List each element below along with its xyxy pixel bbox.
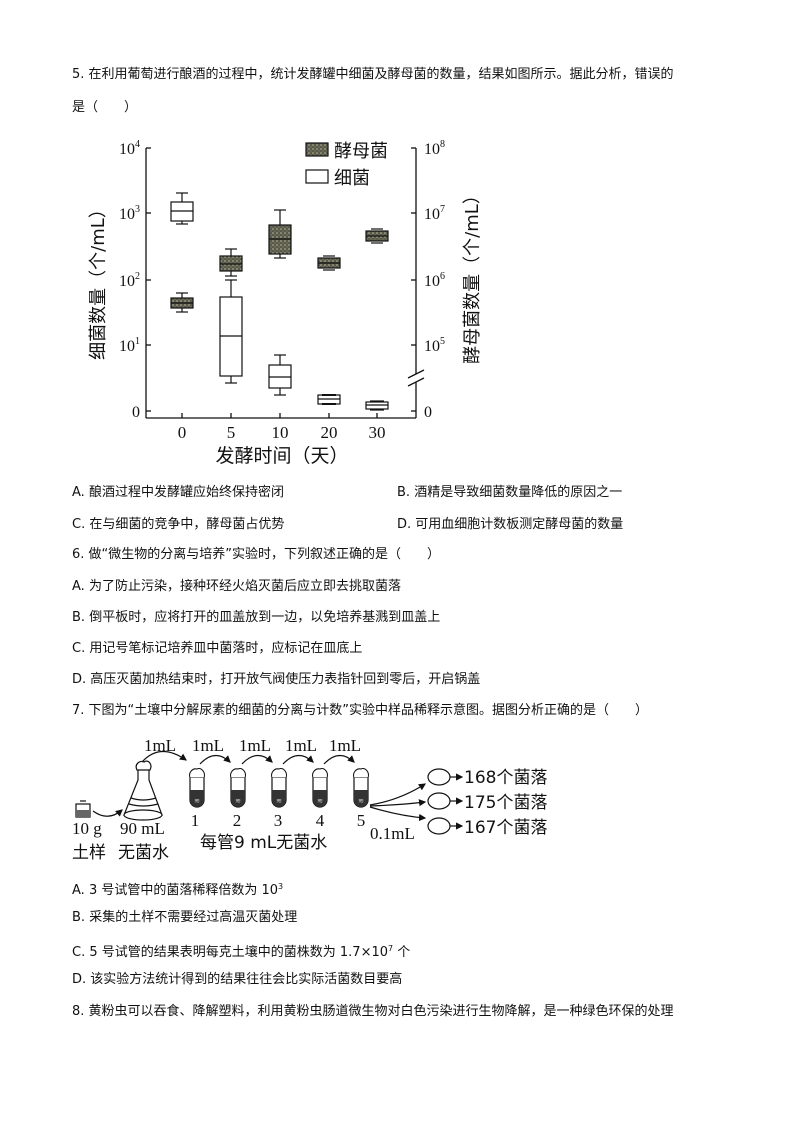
right-tick-0: 0	[424, 404, 432, 421]
left-tick-10e3: 103	[119, 204, 140, 223]
transfer-arrows	[141, 750, 355, 765]
flask-icon	[123, 760, 163, 821]
q7-option-a[interactable]: A. 3 号试管中的菌落稀释倍数为 103	[72, 882, 284, 898]
x-tick-10: 10	[272, 423, 289, 442]
q5-stem-line1: 5. 在利用葡萄进行酿酒的过程中，统计发酵罐中细菌及酵母菌的数量，结果如图所示。…	[72, 67, 674, 82]
q7-option-b[interactable]: B. 采集的土样不需要经过高温灭菌处理	[72, 910, 298, 925]
q6-option-b[interactable]: B. 倒平板时，应将打开的皿盖放到一边，以免培养基溅到皿盖上	[72, 610, 441, 625]
legend-yeast-swatch	[305, 142, 329, 157]
left-tick-10e4: 104	[119, 139, 140, 158]
x-tick-30: 30	[369, 423, 386, 442]
petri-dish-3	[427, 817, 451, 835]
q5-boxplot-chart: 104 103 102 101 0 108 107 106 105 0 0 5 …	[88, 139, 483, 467]
flask-water-label: 无菌水	[118, 843, 169, 863]
right-tick-10e8: 108	[424, 139, 445, 158]
left-axis-label: 细菌数量（个/mL）	[88, 200, 109, 360]
right-tick-10e7: 107	[424, 204, 445, 223]
test-tube-4	[311, 767, 329, 808]
transfer-label-4: 1mL	[285, 736, 317, 755]
q5-option-d[interactable]: D. 可用血细胞计数板测定酵母菌的数量	[397, 517, 624, 532]
q6-stem: 6. 做“微生物的分离与培养”实验时，下列叙述正确的是（ ）	[72, 547, 441, 562]
right-tick-10e6: 106	[424, 271, 445, 290]
colony-count-3: 167个菌落	[464, 818, 547, 838]
left-tick-10e2: 102	[119, 271, 140, 290]
q5-stem-line2: 是（ ）	[72, 100, 138, 115]
transfer-label-5: 1mL	[329, 736, 361, 755]
petri-dish-1	[427, 768, 451, 786]
q6-option-a[interactable]: A. 为了防止污染，接种环经火焰灭菌后应立即去挑取菌落	[72, 579, 401, 594]
transfer-label-2: 1mL	[192, 736, 224, 755]
left-tick-0: 0	[132, 404, 140, 421]
q7-dilution-diagram: ≋ 1mL 1mL 1mL 1mL 1mL 1 2 3	[72, 736, 547, 863]
tube-number-4: 4	[316, 811, 325, 830]
q5-option-a[interactable]: A. 酿酒过程中发酵罐应始终保持密闭	[72, 485, 284, 500]
x-tick-20: 20	[321, 423, 338, 442]
q7-stem: 7. 下图为“土壤中分解尿素的细菌的分离与计数”实验中样品稀释示意图。据图分析正…	[72, 703, 649, 718]
legend-yeast-label: 酵母菌	[334, 141, 388, 162]
tube-number-5: 5	[357, 811, 366, 830]
transfer-label-3: 1mL	[239, 736, 271, 755]
left-tick-10e1: 101	[119, 336, 140, 355]
tube-number-1: 1	[191, 811, 200, 830]
legend-bacteria-swatch	[305, 169, 329, 184]
yeast-boxes	[170, 209, 389, 313]
test-tube-5	[352, 767, 370, 808]
soil-mass-label: 10 g	[72, 819, 102, 838]
transfer-label-1: 1mL	[144, 736, 176, 755]
petri-dish-2	[427, 792, 451, 810]
tube-number-2: 2	[233, 811, 242, 830]
plating-arrows	[369, 783, 427, 822]
legend-bacteria-label: 细菌	[334, 168, 370, 189]
q7-option-d[interactable]: D. 该实验方法统计得到的结果往往会比实际活菌数目要高	[72, 972, 403, 987]
test-tube-3	[270, 767, 288, 808]
test-tube-2	[229, 767, 247, 808]
right-tick-10e5: 105	[424, 336, 445, 355]
q6-option-d[interactable]: D. 高压灭菌加热结束时，打开放气阀使压力表指针回到零后，开启锅盖	[72, 672, 481, 687]
chart-axes	[145, 147, 425, 419]
soil-sample-icon	[75, 800, 91, 818]
q6-option-c[interactable]: C. 用记号笔标记培养皿中菌落时，应标记在皿底上	[72, 641, 363, 656]
tube-caption: 每管9 mL无菌水	[200, 833, 327, 853]
test-tube-1	[188, 767, 206, 808]
q8-stem: 8. 黄粉虫可以吞食、降解塑料，利用黄粉虫肠道微生物对白色污染进行生物降解，是一…	[72, 1004, 674, 1019]
q5-option-c[interactable]: C. 在与细菌的竞争中，酵母菌占优势	[72, 517, 285, 532]
flask-volume-label: 90 mL	[120, 819, 165, 838]
q7-option-c[interactable]: C. 5 号试管的结果表明每克土壤中的菌株数为 1.7×107 个	[72, 944, 411, 960]
soil-label: 土样	[72, 843, 106, 863]
colony-count-2: 175个菌落	[464, 793, 547, 813]
colony-count-1: 168个菌落	[464, 768, 547, 788]
bacteria-boxes	[170, 192, 389, 411]
x-tick-0: 0	[178, 423, 187, 442]
plating-volume-label: 0.1mL	[370, 824, 415, 843]
q5-option-b[interactable]: B. 酒精是导致细菌数量降低的原因之一	[397, 485, 623, 500]
x-tick-5: 5	[227, 423, 236, 442]
x-axis-label: 发酵时间（天）	[215, 445, 348, 467]
tube-number-3: 3	[274, 811, 283, 830]
right-axis-label: 酵母菌数量（个/mL）	[462, 186, 483, 364]
